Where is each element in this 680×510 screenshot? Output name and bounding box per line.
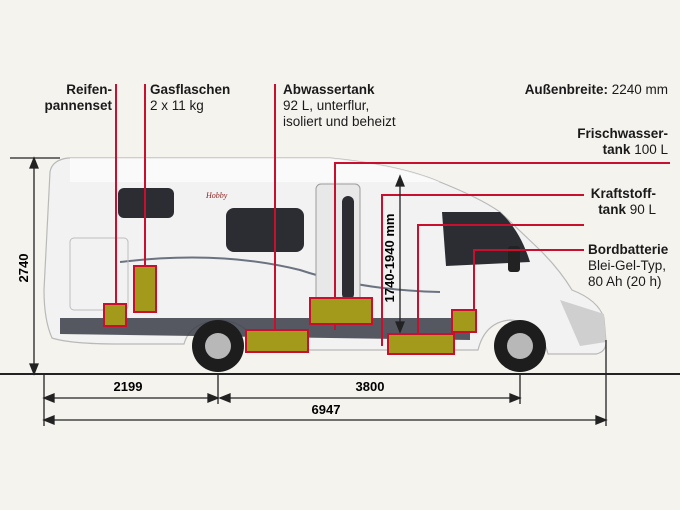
dim-wheelbase: 3800	[356, 379, 385, 394]
label-aussenbreite-title: Außenbreite:	[524, 82, 608, 97]
label-kraft-title-1: Kraftstoff-	[590, 186, 656, 201]
waste-tank-box	[245, 329, 309, 353]
label-frisch-value: 100 L	[634, 142, 668, 157]
label-reifen-title: Reifen- pannenset	[44, 82, 112, 113]
label-frisch-title-2: tank	[602, 142, 631, 157]
label-bordbatterie: Bordbatterie Blei-Gel-Typ, 80 Ah (20 h)	[588, 242, 668, 290]
front-wheel	[494, 320, 546, 372]
label-gas-detail: 2 x 11 kg	[150, 98, 204, 113]
label-frisch-title-1: Frischwasser-	[577, 126, 668, 141]
battery-box	[451, 309, 477, 333]
label-abwasser: Abwassertank 92 L, unterflur, isoliert u…	[283, 82, 396, 130]
label-aussenbreite-value: 2240 mm	[611, 82, 668, 97]
gas-bottle-box	[133, 265, 157, 313]
label-kraft-title-2: tank	[598, 202, 626, 217]
tire-kit-box	[103, 303, 127, 327]
label-abwasser-detail-1: 92 L, unterflur,	[283, 98, 370, 113]
side-window	[226, 208, 304, 252]
dim-rear-overhang: 2199	[114, 379, 143, 394]
label-kraftstoff: Kraftstoff- tank 90 L	[591, 186, 656, 218]
label-gas-title: Gasflaschen	[150, 82, 231, 97]
label-gas: Gasflaschen 2 x 11 kg	[150, 82, 230, 114]
dim-total-length: 6947	[312, 402, 341, 417]
label-abwasser-detail-2: isoliert und beheizt	[283, 114, 396, 129]
rear-wheel	[192, 320, 244, 372]
label-bord-detail-1: Blei-Gel-Typ,	[588, 258, 667, 273]
label-bord-detail-2: 80 Ah (20 h)	[588, 274, 662, 289]
dim-height: 2740	[16, 254, 31, 283]
label-abwasser-title: Abwassertank	[283, 82, 375, 97]
freshwater-tank-box	[309, 297, 373, 325]
fuel-tank-box	[387, 333, 455, 355]
dim-interior-height: 1740-1940 mm	[382, 214, 397, 303]
label-kraft-value: 90 L	[629, 202, 656, 217]
label-aussenbreite: Außenbreite: 2240 mm	[525, 82, 668, 98]
label-frischwasser: Frischwasser- tank 100 L	[577, 126, 668, 158]
label-reifen: Reifen- pannenset	[40, 82, 112, 114]
marker-lines	[115, 84, 670, 346]
component-boxes	[103, 265, 477, 355]
label-bord-title: Bordbatterie	[588, 242, 669, 257]
motorhome	[43, 157, 607, 372]
dimension-lines	[10, 156, 608, 426]
vehicle-branding: Hobby	[205, 191, 228, 200]
